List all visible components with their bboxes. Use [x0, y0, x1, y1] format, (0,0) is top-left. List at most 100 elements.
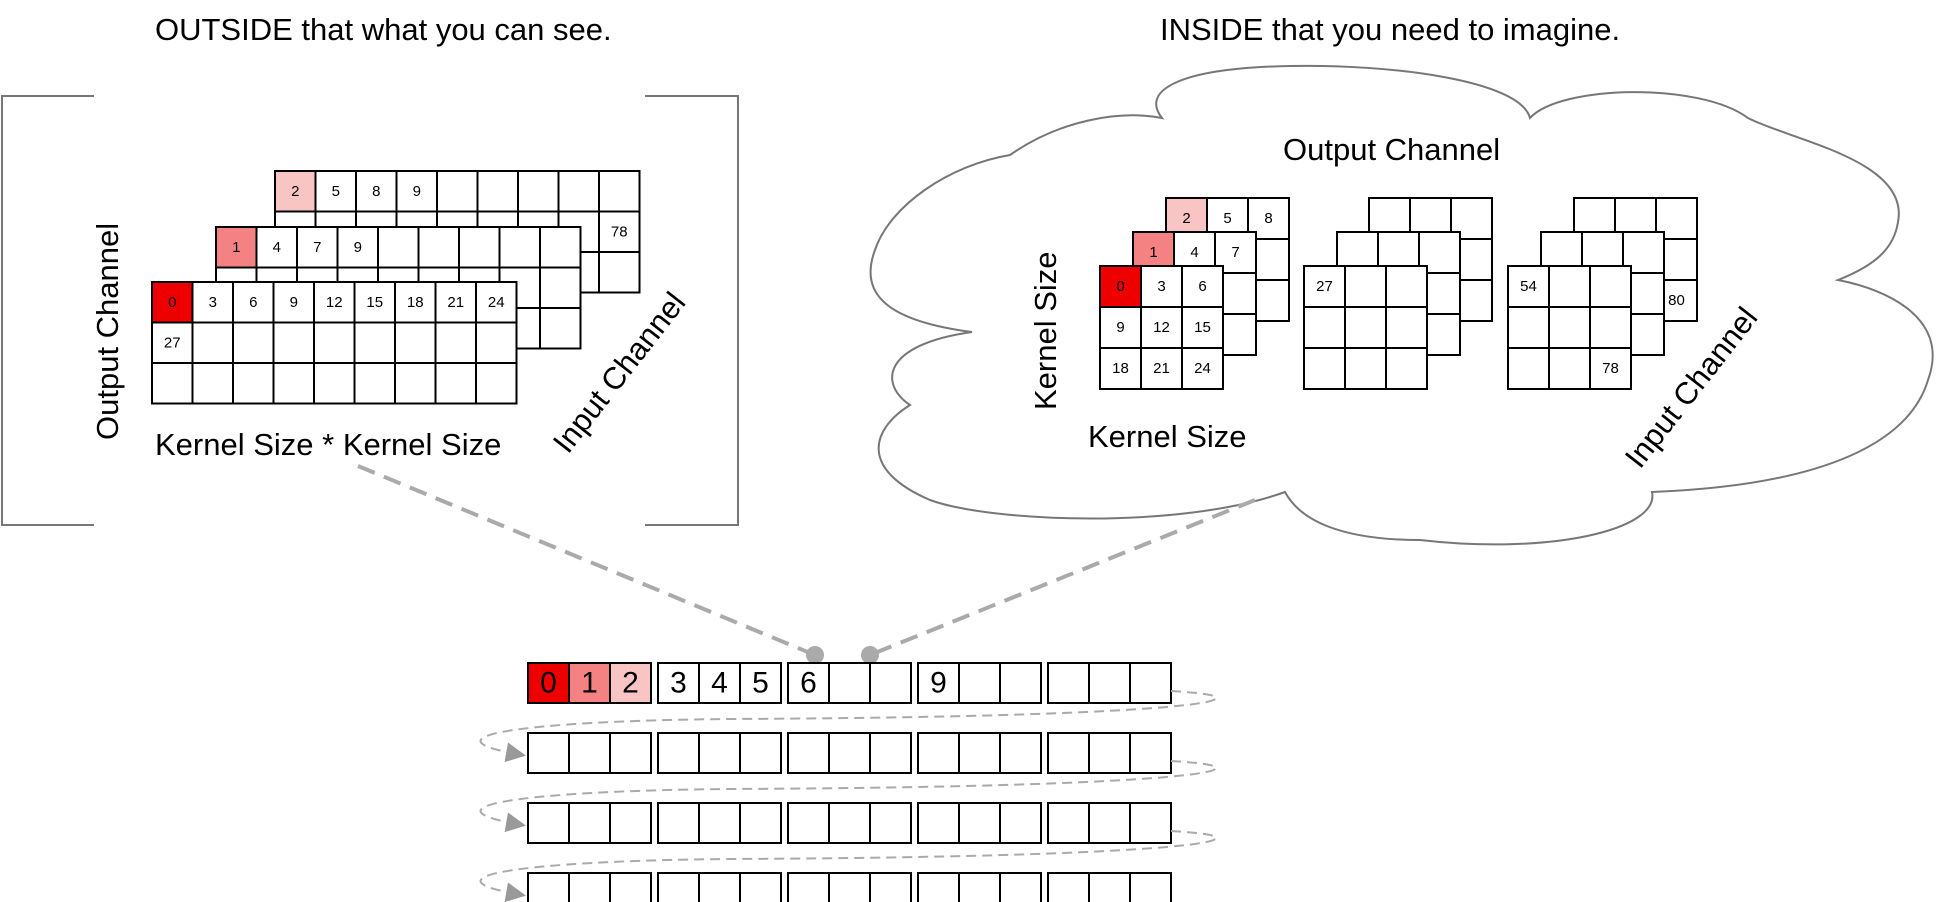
cell-box — [475, 281, 518, 324]
outside-matrix-cell — [191, 321, 234, 364]
inside-kernel-cell — [1303, 347, 1346, 390]
cell-box — [1344, 347, 1387, 390]
memory-cell: 1 — [568, 662, 611, 704]
cell-box — [517, 170, 560, 213]
inside-kernel-cell — [1385, 265, 1428, 308]
cell-box — [232, 362, 275, 405]
cell-value: 15 — [1194, 319, 1211, 336]
memory-cell — [568, 802, 611, 844]
outside-output-channel-label: Output Channel — [90, 223, 125, 440]
cell-box — [434, 281, 477, 324]
memory-cell — [568, 732, 611, 774]
cell-box — [434, 321, 477, 364]
cell-box — [353, 321, 396, 364]
cell-box — [1088, 662, 1131, 704]
cell-box — [232, 321, 275, 364]
cell-box — [698, 802, 741, 844]
memory-cell — [828, 802, 871, 844]
outside-matrix-cell — [353, 362, 396, 405]
cell-value: 9 — [290, 294, 298, 311]
memory-cell — [739, 802, 782, 844]
cell-box — [527, 872, 570, 902]
cell-box — [739, 732, 782, 774]
cell-box — [598, 210, 641, 253]
connector-dot-left — [806, 646, 824, 664]
memory-cell — [1047, 732, 1090, 774]
cell-box — [598, 251, 641, 294]
inside-kernel-cell — [1507, 306, 1550, 349]
outside-matrix-cell: 1 — [215, 226, 258, 269]
cell-box — [739, 872, 782, 902]
cell-box — [215, 226, 258, 269]
memory-row — [527, 802, 1172, 844]
cell-value: 1 — [581, 667, 598, 700]
memory-cell: 9 — [917, 662, 960, 704]
cell-box — [1099, 347, 1142, 390]
memory-cell — [1088, 872, 1131, 902]
memory-cell: 3 — [657, 662, 700, 704]
cell-value: 18 — [1112, 360, 1129, 377]
cell-box — [1344, 306, 1387, 349]
cell-box — [1047, 732, 1090, 774]
memory-cell — [1129, 872, 1172, 902]
cell-value: 0 — [1116, 278, 1124, 295]
outside-matrix-cell — [475, 321, 518, 364]
cell-box — [417, 226, 460, 269]
inside-kernel-cell — [1589, 265, 1632, 308]
row-wrap-arrow — [479, 690, 1218, 763]
cell-box — [739, 662, 782, 704]
inside-kernel-cell — [1344, 347, 1387, 390]
cell-value: 54 — [1520, 278, 1537, 295]
cell-box — [958, 872, 1001, 902]
memory-cell — [787, 802, 830, 844]
inside-kernel-cell: 78 — [1589, 347, 1632, 390]
memory-cell — [1088, 802, 1131, 844]
cell-box — [657, 872, 700, 902]
cell-box — [1047, 662, 1090, 704]
outside-matrix-cell: 7 — [296, 226, 339, 269]
memory-cell — [869, 732, 912, 774]
memory-cell — [869, 872, 912, 902]
cell-box — [958, 802, 1001, 844]
cell-box — [598, 170, 641, 213]
cell-value: 1 — [1149, 244, 1157, 261]
cell-box — [999, 662, 1042, 704]
cell-box — [568, 872, 611, 902]
memory-cell — [958, 732, 1001, 774]
cell-box — [869, 732, 912, 774]
outside-matrix-cell — [476, 170, 519, 213]
cell-value: 3 — [209, 294, 217, 311]
cell-value: 6 — [1198, 278, 1206, 295]
cell-box — [1047, 872, 1090, 902]
memory-cell — [609, 732, 652, 774]
cell-box — [1088, 872, 1131, 902]
outside-matrix-cell — [417, 226, 460, 269]
memory-row — [527, 732, 1172, 774]
inside-kernel-size-horizontal-label: Kernel Size — [1088, 419, 1247, 454]
cell-box — [568, 802, 611, 844]
cell-box — [1589, 306, 1632, 349]
cell-box — [1589, 265, 1632, 308]
inside-output-channel-label: Output Channel — [1283, 132, 1500, 167]
memory-cell: 0 — [527, 662, 570, 704]
outside-matrix-cell: 8 — [355, 170, 398, 213]
memory-row — [527, 872, 1172, 902]
memory-cell — [1047, 662, 1090, 704]
outside-matrix-cell — [394, 321, 437, 364]
cell-value: 5 — [332, 183, 340, 200]
memory-cell — [657, 802, 700, 844]
outside-matrix-cell: 6 — [232, 281, 275, 324]
inside-kernel-cell — [1548, 347, 1591, 390]
cell-box — [1303, 306, 1346, 349]
cell-box — [869, 662, 912, 704]
memory-cell — [1088, 732, 1131, 774]
cell-box — [917, 872, 960, 902]
inside-kernel-cell — [1548, 306, 1591, 349]
memory-cell — [869, 662, 912, 704]
outside-matrix-cell — [539, 307, 582, 350]
